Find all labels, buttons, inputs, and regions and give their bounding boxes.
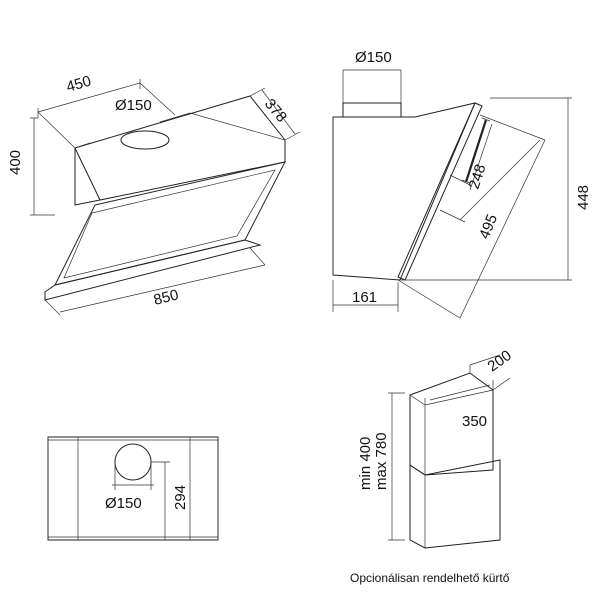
dim-200-line [469,354,511,391]
top-duct-opening [114,443,152,481]
duct-collar [342,102,402,118]
chimney-view: 200 350 min 400 max 780 [357,347,515,549]
dim-350-label: 350 [462,413,487,430]
dim-height-line [388,392,405,541]
dim-448-line [400,97,572,281]
side-view: Ø150 248 495 448 161 [332,49,592,319]
dim-max-label: max 780 [373,432,390,490]
dim-495-line [439,114,546,223]
dim-400-line [30,117,55,216]
dim-248-line [469,123,493,191]
panel-bottom-line [397,139,546,319]
top-view: Ø150 294 [47,436,219,541]
dim-495-label: 495 [476,212,501,242]
top-inner-lines [47,437,219,540]
dim-min-label: min 400 [357,437,374,490]
side-glass [397,102,483,281]
hood-body [74,95,286,201]
dim-150-line [342,69,402,103]
dim-294-label: 294 [172,485,189,510]
dim-200-label: 200 [485,347,515,375]
dim-850-label: 850 [152,286,180,309]
hood-top-edge [74,112,286,149]
duct-diameter-label: Ø150 [115,97,152,114]
glass-panel [54,161,286,286]
dim-450-line [37,79,176,149]
dim-400-label: 400 [7,150,24,175]
side-body [332,102,476,281]
chimney-caption: Opcionálisan rendelhető kürtő [350,571,510,585]
panel-segment-ticks [449,117,491,186]
dim-294-line [151,461,170,540]
glass-panel-inner [63,169,276,279]
side-duct-diameter-label: Ø150 [355,49,392,66]
hood-side [74,148,101,206]
dim-350-line [424,380,494,405]
dim-248-label: 248 [466,162,490,191]
dim-448-label: 448 [575,185,592,210]
top-duct-diameter-label: Ø150 [105,495,142,512]
dim-150-top-line [112,462,154,490]
duct-opening [120,130,170,150]
panel-segment [464,119,488,183]
top-outline [47,436,219,541]
dim-161-line [332,280,399,312]
dim-161-label: 161 [352,289,377,306]
dim-450-label: 450 [64,73,93,96]
chimney-upper-front [409,389,494,475]
dim-378-line [249,87,301,141]
perspective-view: 450 378 400 Ø150 850 [7,73,301,316]
dim-850-line [44,247,266,316]
glass-panel-edge [44,239,262,301]
